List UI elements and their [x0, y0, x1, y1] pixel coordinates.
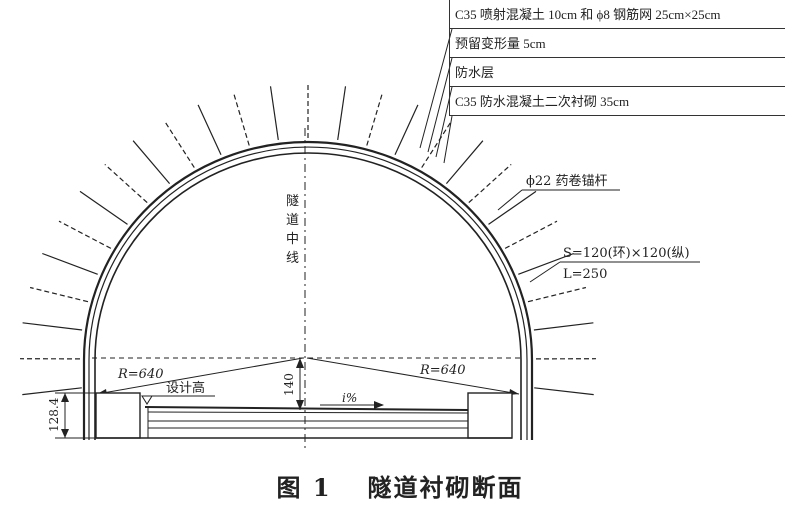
legend-row-shotcrete: C35 喷射混凝土 10cm 和 ϕ8 钢筋网 25cm×25cm: [449, 0, 785, 29]
anchor-bolt: [79, 190, 128, 225]
outer-lining-arc: [82, 140, 534, 440]
centerline-char-2: 道: [286, 213, 299, 228]
pavement-layer-1: [147, 411, 469, 414]
spacing-leader-diag: [529, 261, 561, 283]
wall-dim-arrow-top: [61, 393, 69, 402]
anchor-bolt: [104, 163, 148, 204]
rise-arrow-top: [296, 358, 304, 368]
anchor-bolt: [488, 190, 537, 225]
legend-row-waterproof: 防水层: [449, 58, 785, 87]
left-side-ditch: [95, 392, 141, 439]
centerline-char-1: 隧: [286, 193, 299, 209]
centerline-char-4: 线: [286, 251, 299, 266]
design-elev-marker: [141, 395, 153, 405]
anchor-bolt: [366, 93, 383, 146]
anchor-bolt: [337, 86, 347, 140]
anchor-label: ϕ22 药卷锚杆: [526, 173, 608, 189]
radius-line-left: [96, 357, 304, 395]
legend-left-border: [449, 0, 450, 116]
anchor-bolt: [394, 104, 419, 156]
anchor-bolt: [533, 322, 594, 331]
anchor-bolt: [22, 322, 83, 331]
anchor-bolt: [527, 286, 587, 303]
slope-arrow-head: [374, 401, 384, 409]
wall-height-label: 128.4: [47, 397, 61, 432]
anchor-leader-diag: [497, 189, 523, 211]
legend-table: C35 喷射混凝土 10cm 和 ϕ8 钢筋网 25cm×25cm 预留变形量 …: [449, 0, 785, 116]
anchor-bolt: [22, 387, 82, 396]
outer-lining-arc-2: [88, 146, 528, 440]
legend-leader-2: [427, 57, 453, 153]
anchor-bolt: [468, 163, 512, 204]
legend-leader-1: [419, 28, 453, 149]
figure-caption: 图 1 隧道衬砌断面: [0, 468, 800, 503]
anchor-bolt: [233, 93, 250, 146]
centerline-char-3: 中: [286, 232, 299, 247]
anchor-bolt: [421, 120, 453, 168]
anchor-bolt: [445, 140, 484, 184]
length-label: L=250: [563, 267, 607, 282]
radius-label-right: R=640: [419, 363, 466, 378]
spacing-label: S=120(环)×120(纵): [563, 246, 690, 261]
anchor-bolt: [269, 86, 279, 140]
pavement-top: [144, 406, 469, 411]
caption-number: 图 1: [276, 473, 332, 502]
caption-title: 隧道衬砌断面: [367, 473, 524, 502]
anchor-bolts: [19, 84, 597, 396]
rise-label: 140: [282, 373, 296, 396]
anchor-bolt: [29, 286, 89, 303]
anchor-bolt: [534, 387, 594, 396]
radius-label-left: R=640: [117, 367, 164, 382]
right-side-ditch: [467, 392, 513, 439]
design-elev-label: 设计高: [166, 380, 205, 396]
anchor-bolt: [42, 252, 98, 275]
anchor-bolt: [518, 252, 574, 275]
radius-line-right: [306, 357, 520, 395]
legend-row-secondary-lining: C35 防水混凝土二次衬砌 35cm: [449, 87, 785, 116]
anchor-bolt: [197, 104, 222, 156]
slope-label: i%: [342, 391, 357, 405]
anchor-bolt: [58, 220, 112, 249]
legend-leader-4: [443, 115, 453, 164]
wall-dim-arrow-bottom: [61, 429, 69, 438]
inner-lining-arc: [94, 152, 522, 440]
anchor-bolt: [163, 120, 195, 168]
rise-arrow-bottom: [296, 400, 304, 410]
anchor-bolt: [132, 140, 171, 184]
legend-row-deformation: 预留变形量 5cm: [449, 29, 785, 58]
anchor-bolt: [504, 220, 558, 249]
